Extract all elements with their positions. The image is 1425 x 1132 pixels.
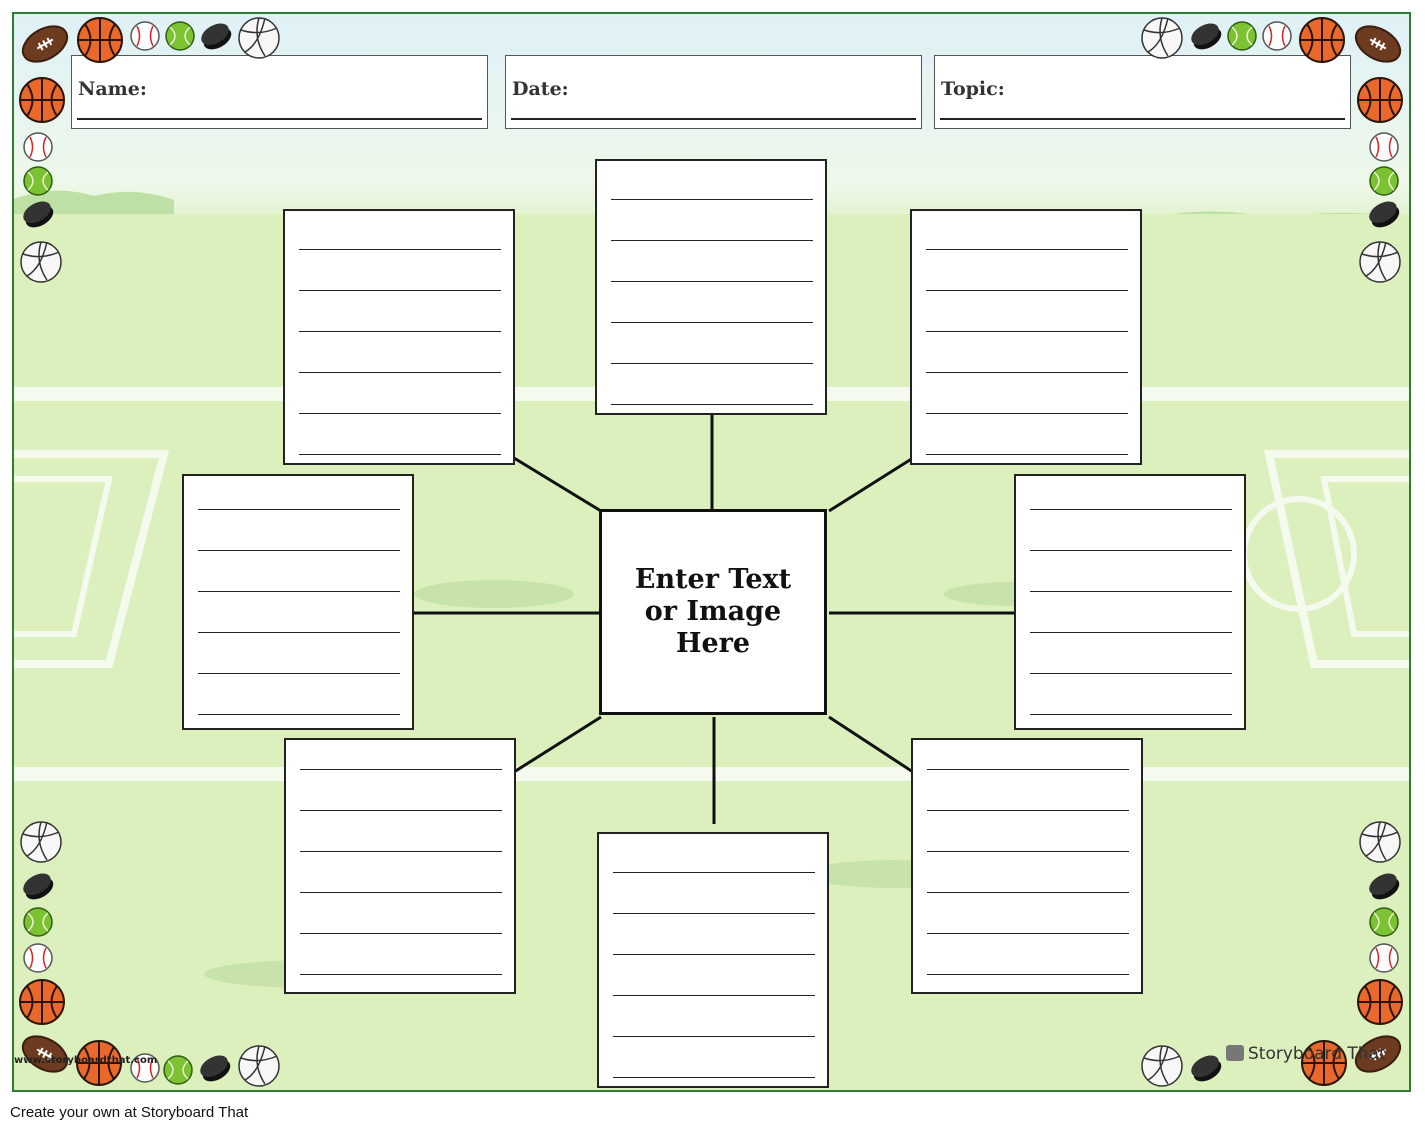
writing-line — [613, 954, 815, 955]
writing-line — [1030, 673, 1232, 674]
writing-line — [611, 199, 813, 200]
writing-line — [198, 714, 400, 715]
writing-line — [613, 1036, 815, 1037]
writing-line — [926, 413, 1128, 414]
writing-line — [299, 290, 501, 291]
writing-line — [926, 249, 1128, 250]
writing-line — [300, 769, 502, 770]
writing-line — [198, 673, 400, 674]
writing-line — [613, 913, 815, 914]
writing-line — [1030, 714, 1232, 715]
name-label: Name: — [78, 78, 147, 100]
writing-line — [927, 974, 1129, 975]
writing-line — [926, 290, 1128, 291]
note-box-bottom[interactable] — [597, 832, 829, 1088]
note-box-right[interactable] — [1014, 474, 1246, 730]
writing-line — [1030, 509, 1232, 510]
writing-line — [300, 851, 502, 852]
writing-line — [300, 810, 502, 811]
center-topic-text: Enter Text or Image Here — [634, 564, 792, 659]
writing-line — [927, 933, 1129, 934]
note-box-left[interactable] — [182, 474, 414, 730]
date-field[interactable]: Date: — [505, 55, 922, 129]
writing-line — [927, 851, 1129, 852]
writing-line — [1030, 550, 1232, 551]
footer-credit[interactable]: Create your own at Storyboard That — [10, 1104, 249, 1121]
name-field[interactable]: Name: — [71, 55, 488, 129]
writing-line — [611, 240, 813, 241]
topic-line — [940, 118, 1345, 120]
watermark-logo: Storyboard That — [1226, 1044, 1386, 1064]
writing-line — [927, 892, 1129, 893]
writing-line — [198, 509, 400, 510]
center-topic-box[interactable]: Enter Text or Image Here — [599, 509, 827, 715]
name-line — [77, 118, 482, 120]
topic-label: Topic: — [941, 78, 1005, 100]
writing-line — [198, 591, 400, 592]
date-line — [511, 118, 916, 120]
note-box-bottom-right[interactable] — [911, 738, 1143, 994]
writing-line — [926, 454, 1128, 455]
writing-line — [1030, 632, 1232, 633]
writing-line — [299, 372, 501, 373]
writing-line — [613, 872, 815, 873]
writing-line — [613, 995, 815, 996]
writing-line — [198, 550, 400, 551]
writing-line — [299, 454, 501, 455]
writing-line — [611, 363, 813, 364]
topic-field[interactable]: Topic: — [934, 55, 1351, 129]
writing-line — [926, 372, 1128, 373]
writing-line — [926, 331, 1128, 332]
storyboard-logo-icon — [1226, 1045, 1244, 1061]
connector-lines — [414, 406, 1017, 824]
writing-line — [611, 404, 813, 405]
note-box-bottom-left[interactable] — [284, 738, 516, 994]
note-box-top-left[interactable] — [283, 209, 515, 465]
writing-line — [613, 1077, 815, 1078]
note-box-top-right[interactable] — [910, 209, 1142, 465]
writing-line — [300, 892, 502, 893]
writing-line — [927, 769, 1129, 770]
writing-line — [300, 933, 502, 934]
writing-line — [299, 331, 501, 332]
writing-line — [198, 632, 400, 633]
writing-line — [299, 413, 501, 414]
note-box-top[interactable] — [595, 159, 827, 415]
writing-line — [611, 281, 813, 282]
writing-line — [300, 974, 502, 975]
writing-line — [299, 249, 501, 250]
watermark-url: www.storyboardthat.com — [14, 1055, 158, 1066]
writing-line — [611, 322, 813, 323]
writing-line — [1030, 591, 1232, 592]
date-label: Date: — [512, 78, 569, 100]
watermark-brand: Storyboard That — [1248, 1044, 1386, 1064]
writing-line — [927, 810, 1129, 811]
